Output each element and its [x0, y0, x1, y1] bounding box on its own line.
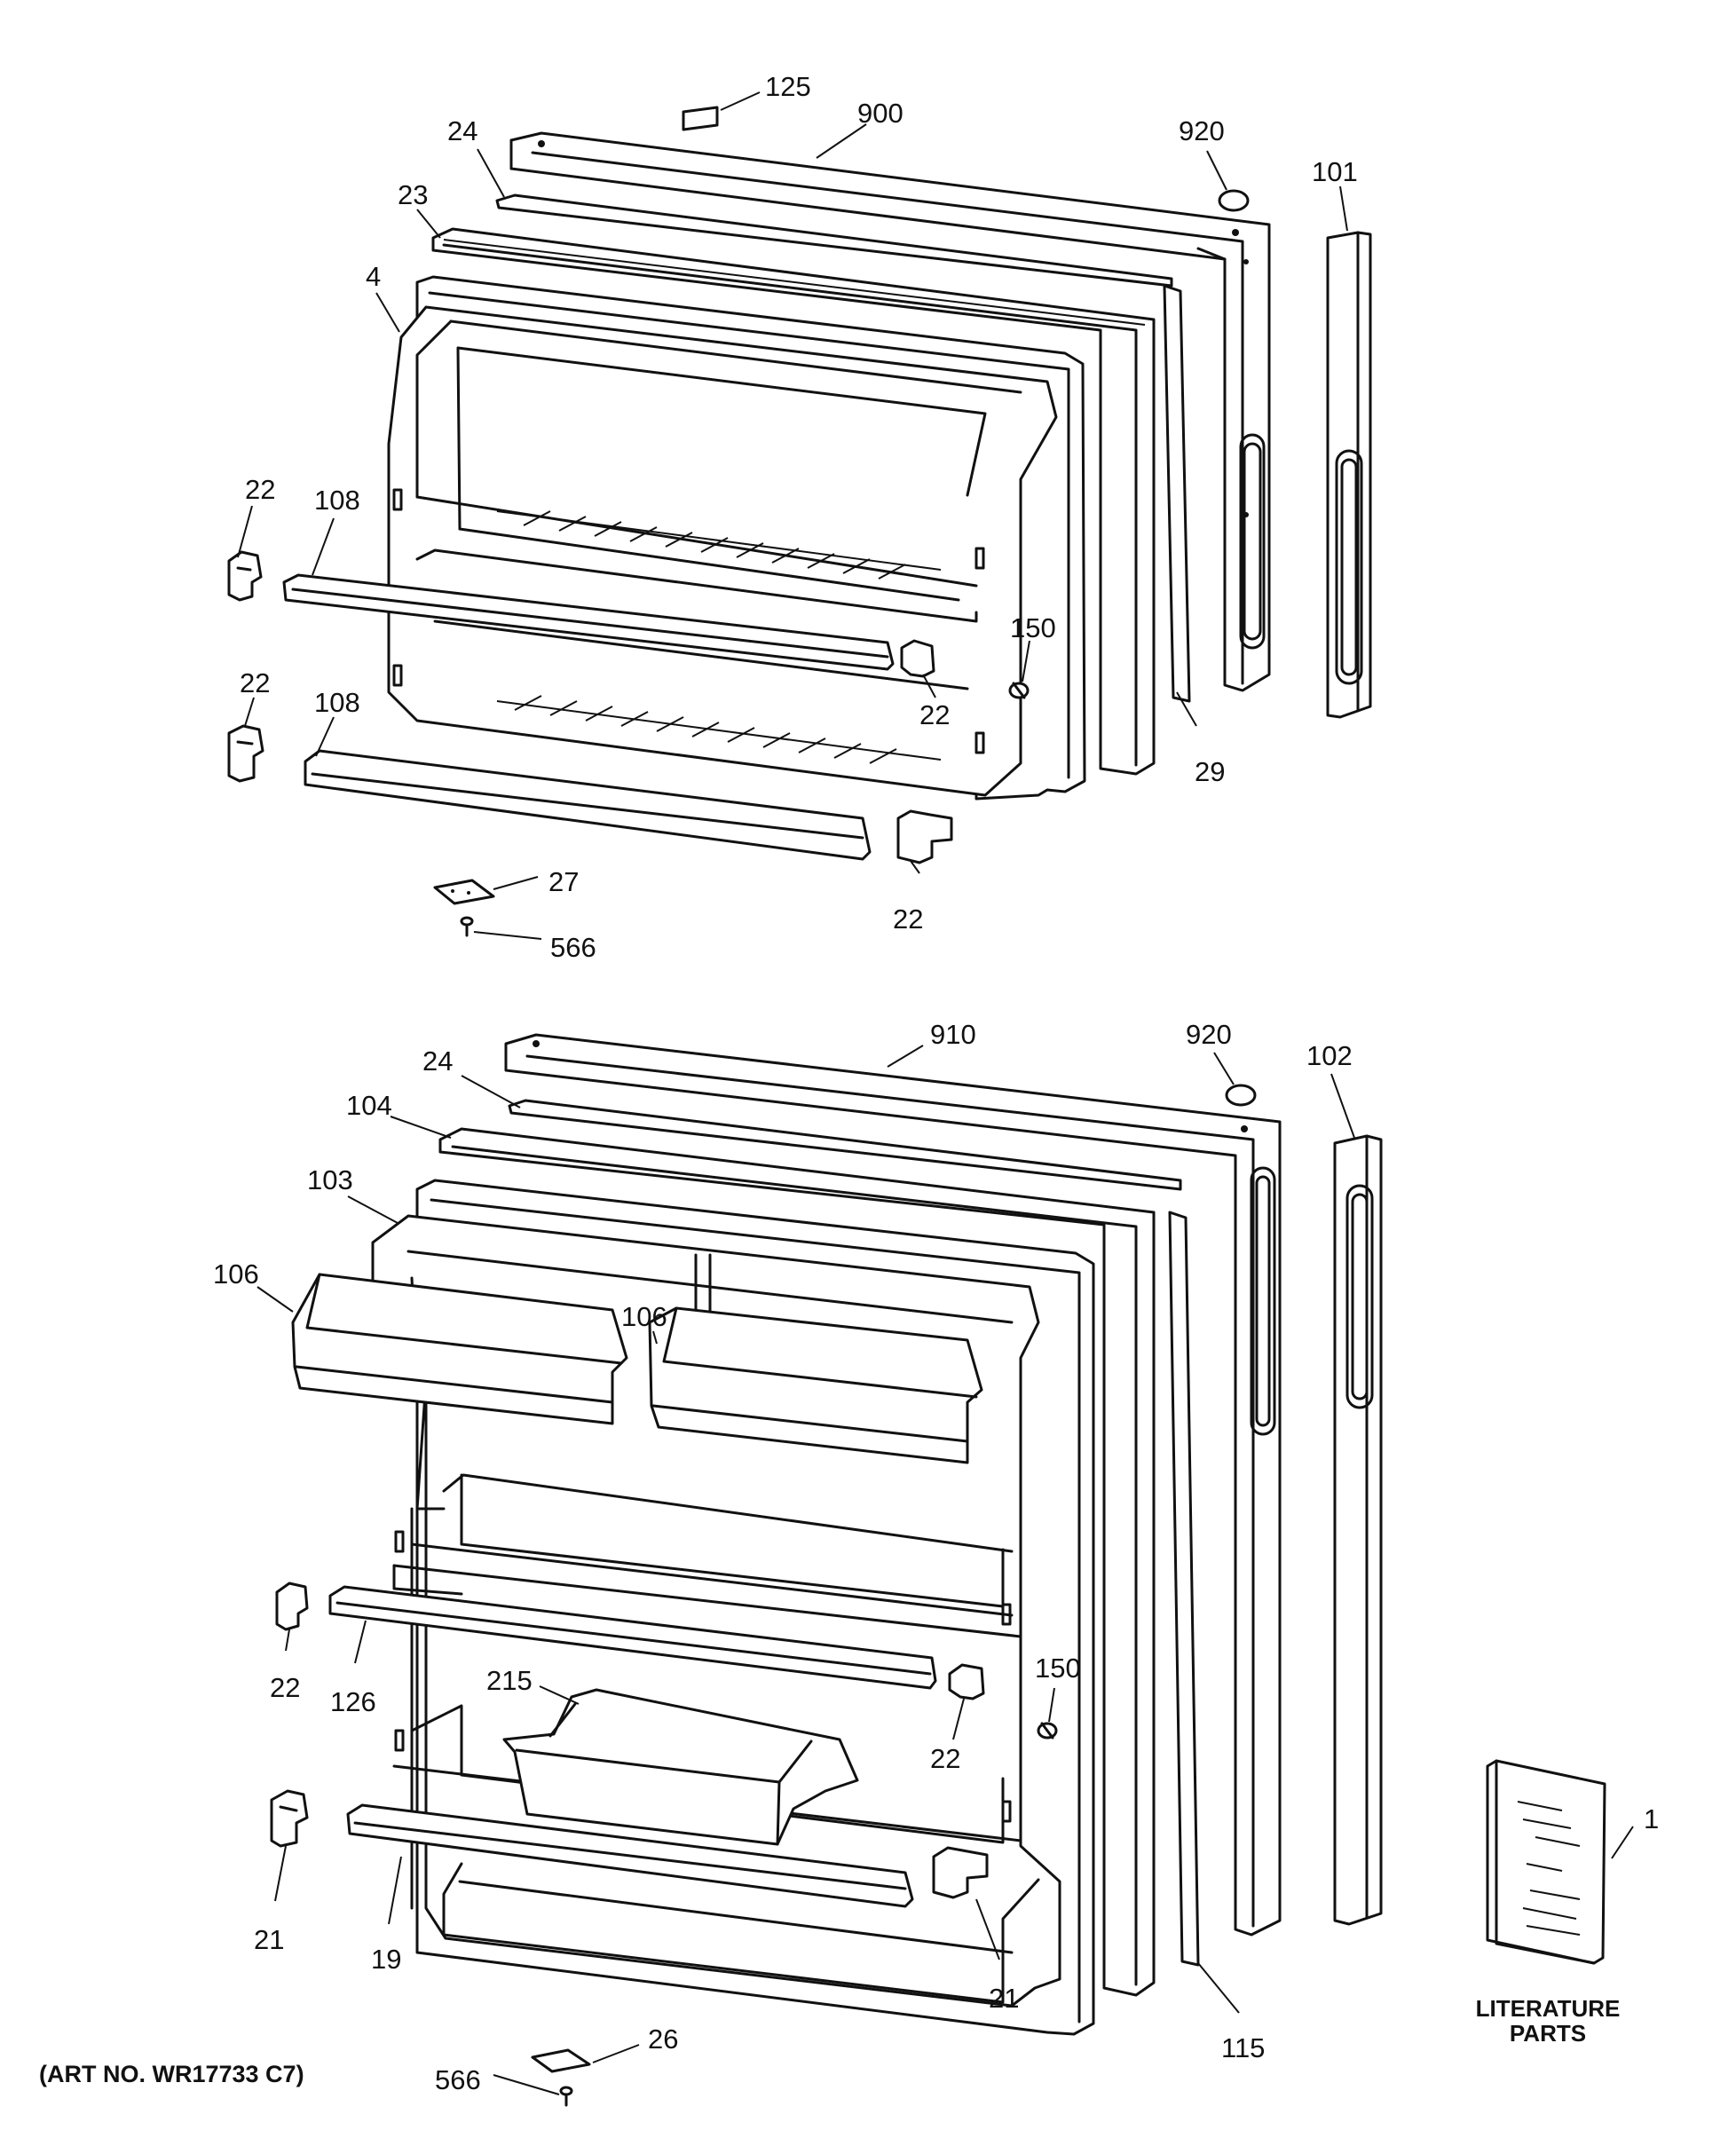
callout-22-fresh-left: 22 — [270, 1672, 300, 1703]
fresh-food-callout-labels: 910 920 102 24 104 103 106 106 22 126 21… — [213, 1019, 1659, 2095]
callout-125: 125 — [765, 71, 811, 102]
callout-150: 150 — [1010, 612, 1056, 643]
part-24-breaker-strip — [495, 193, 1173, 288]
fresh-food-door-assembly: 910 920 102 24 104 103 106 106 22 126 21… — [213, 1019, 1659, 2107]
callout-26: 26 — [648, 2024, 678, 2055]
callout-106-left: 106 — [213, 1258, 259, 1290]
part-108-upper-shelf-bar — [282, 573, 895, 671]
callout-104: 104 — [346, 1090, 392, 1121]
callout-115: 115 — [1221, 2032, 1265, 2063]
part-1-literature-booklet — [1486, 1759, 1606, 1965]
part-920-plug-lower — [1225, 1084, 1257, 1107]
callout-101: 101 — [1312, 156, 1358, 187]
part-23-gasket — [431, 227, 1156, 776]
fresh-food-leader-lines — [256, 1045, 1634, 2095]
freezer-callout-labels: 125 900 920 101 24 23 4 22 108 22 108 22… — [240, 71, 1358, 963]
part-150-screw-lower — [1037, 1722, 1058, 1740]
part-900-outer-door — [509, 131, 1271, 692]
part-108-lower-shelf-bar — [304, 749, 872, 861]
callout-920-lower: 920 — [1186, 1019, 1232, 1050]
part-22-bracket-lower-right — [896, 809, 953, 864]
freezer-leader-lines — [237, 91, 1348, 940]
part-19-shelf-bar — [346, 1803, 914, 1908]
callout-566-lower: 566 — [435, 2064, 481, 2095]
literature-caption-line1: LITERATURE — [1476, 1995, 1621, 2022]
part-22-bracket-upper-right — [900, 639, 935, 678]
part-150-screw — [1008, 682, 1030, 699]
callout-215: 215 — [486, 1665, 533, 1696]
callout-22-lower-left: 22 — [240, 667, 270, 698]
part-125-label-plate — [682, 106, 719, 131]
callout-1: 1 — [1644, 1803, 1659, 1834]
callout-22-fresh-right: 22 — [930, 1743, 960, 1774]
callout-103: 103 — [307, 1164, 353, 1195]
part-104-gasket — [438, 1127, 1156, 1997]
part-920-plug — [1218, 189, 1250, 212]
callout-21-right: 21 — [989, 1983, 1019, 2014]
part-102-handle-trim — [1333, 1134, 1383, 1926]
part-22-bracket-fresh-left — [275, 1582, 309, 1631]
part-22-bracket-lower-left — [227, 724, 264, 783]
callout-108-lower: 108 — [314, 687, 360, 718]
part-4-door-liner — [387, 275, 1086, 801]
callout-22-upper-right: 22 — [919, 699, 950, 730]
callout-19: 19 — [371, 1944, 401, 1975]
callout-108-upper: 108 — [314, 485, 360, 516]
part-24-breaker-strip-lower — [508, 1099, 1182, 1191]
literature-caption-line2: PARTS — [1510, 2020, 1586, 2047]
callout-900: 900 — [857, 98, 904, 129]
callout-910: 910 — [930, 1019, 976, 1050]
callout-24: 24 — [447, 115, 477, 146]
callout-21-left: 21 — [254, 1924, 284, 1955]
part-126-shelf-bar — [328, 1585, 937, 1690]
part-22-bracket-fresh-right — [948, 1663, 985, 1700]
callout-23: 23 — [398, 179, 428, 210]
callout-102: 102 — [1306, 1040, 1353, 1071]
part-27-hinge-plate — [433, 879, 495, 905]
callout-22-upper-left: 22 — [245, 474, 275, 505]
part-106-door-bin-right — [648, 1306, 983, 1464]
callout-22-lower-right: 22 — [893, 903, 923, 935]
callout-24-lower: 24 — [422, 1045, 453, 1077]
part-21-bracket-fresh-right — [932, 1846, 989, 1899]
part-21-bracket-fresh-left — [270, 1789, 309, 1848]
callout-150-lower: 150 — [1035, 1653, 1081, 1684]
part-566-screw-lower — [559, 2086, 573, 2107]
callout-920: 920 — [1179, 115, 1225, 146]
callout-126: 126 — [330, 1686, 376, 1717]
callout-566: 566 — [550, 932, 596, 963]
part-26-hinge-plate — [531, 2048, 591, 2073]
part-101-handle-trim — [1326, 231, 1372, 719]
part-215-dairy-bin — [502, 1688, 859, 1846]
art-number: (ART NO. WR17733 C7) — [39, 2061, 304, 2087]
part-910-outer-door — [504, 1033, 1282, 1937]
freezer-door-assembly: 125 900 920 101 24 23 4 22 108 22 108 22… — [227, 71, 1372, 963]
part-29-door-strip — [1163, 284, 1191, 703]
callout-29: 29 — [1195, 756, 1225, 787]
part-566-screw — [460, 916, 474, 937]
part-106-door-bin-left — [291, 1273, 628, 1425]
callout-4: 4 — [366, 261, 381, 292]
callout-27: 27 — [548, 866, 579, 897]
part-22-bracket-upper-left — [227, 550, 263, 602]
part-115-door-strip — [1168, 1211, 1200, 1967]
callout-106-right: 106 — [621, 1301, 667, 1332]
